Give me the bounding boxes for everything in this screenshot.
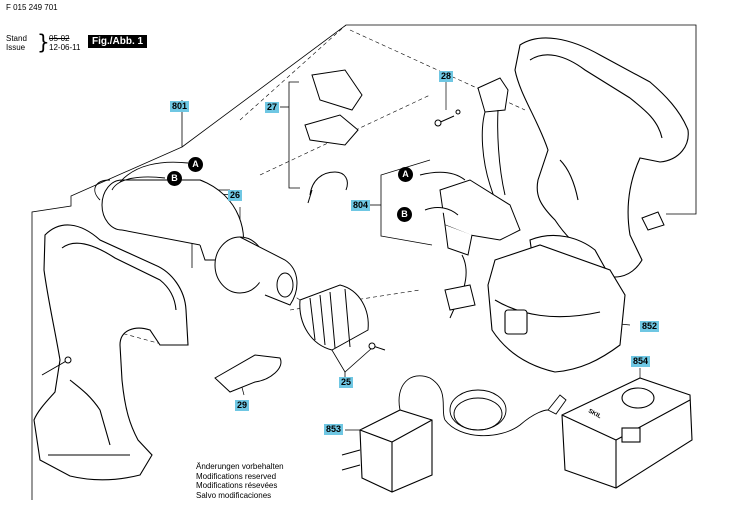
callout-25: 25: [339, 377, 354, 388]
charger: [561, 377, 693, 489]
part-29: [214, 354, 282, 393]
note-en: Modifications reserved: [196, 471, 277, 481]
callout-854: 854: [631, 356, 651, 367]
terminal-block-28: [477, 77, 509, 201]
motor-gearbox: [101, 179, 298, 306]
note-fr: Modifications résevées: [196, 481, 278, 490]
power-cord: [398, 375, 567, 437]
callout-26: 26: [228, 190, 243, 201]
clip-part: [641, 211, 665, 231]
issue-label: Issue: [6, 43, 26, 52]
brace-symbol: }: [37, 30, 50, 54]
callout-852: 852: [640, 321, 660, 332]
callout-27: 27: [265, 102, 280, 113]
callout-853: 853: [324, 424, 344, 435]
part-number: F 015 249 701: [6, 3, 58, 12]
note-es: Salvo modificaciones: [196, 490, 272, 500]
note-de: Änderungen vorbehalten: [196, 462, 284, 471]
stand-date: 05-02: [49, 34, 70, 43]
bracket-27: [288, 81, 300, 189]
motor-wires: [94, 161, 189, 201]
screw-28: [434, 109, 461, 127]
connector-a-marker: A: [188, 157, 203, 172]
switch-assembly-804: [419, 171, 521, 319]
callout-29: 29: [235, 400, 250, 411]
housing-right: [514, 37, 689, 278]
connector-b-marker: B: [397, 207, 412, 222]
issue-date: 12-06-11: [49, 43, 81, 52]
callout-804: 804: [351, 200, 371, 211]
modification-notes: Änderungen vorbehalten Modifications res…: [196, 462, 284, 500]
screw-left: [41, 356, 72, 376]
stand-label: Stand: [6, 34, 27, 43]
chuck-screw: [368, 342, 386, 351]
connector-b-marker: B: [167, 171, 182, 186]
callout-28: 28: [439, 71, 454, 82]
housing-left: [33, 224, 189, 481]
figure-label: Fig./Abb. 1: [88, 35, 148, 48]
battery-pack: [487, 234, 626, 373]
chuck: [299, 284, 369, 351]
switch-parts: [304, 69, 363, 204]
charger-brand: SKIL: [587, 408, 602, 420]
power-adapter: [341, 409, 433, 493]
connector-a-marker: A: [398, 167, 413, 182]
callout-801: 801: [170, 101, 190, 112]
